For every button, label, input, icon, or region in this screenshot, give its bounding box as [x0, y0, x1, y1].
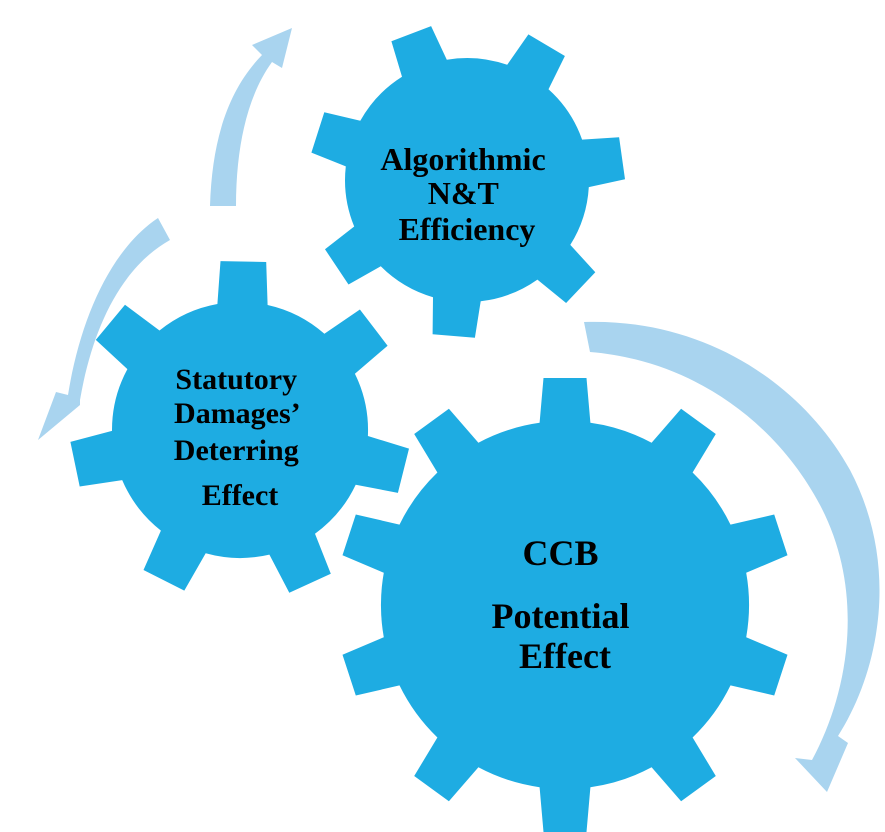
- gear-top-line-2: N&T: [428, 175, 499, 211]
- gear-left-line-3: Deterring: [174, 434, 299, 467]
- gear-left: Statutory Damages’ Deterring Effect: [70, 261, 410, 593]
- gear-bottom: CCB Potential Effect: [342, 378, 788, 832]
- gear-top: Algorithmic N&T Efficiency: [311, 26, 625, 338]
- right-arrow: [584, 321, 880, 792]
- gear-top-line-1: Algorithmic: [380, 141, 545, 177]
- gear-left-shape: [70, 261, 410, 593]
- left-arrow: [38, 218, 170, 440]
- gear-left-line-2: Damages’: [174, 397, 299, 430]
- gear-bottom-line-2: Potential: [492, 596, 630, 636]
- gear-left-line-4: Effect: [202, 479, 279, 512]
- cycle-arrows: [38, 28, 880, 792]
- gear-top-shape: [311, 26, 625, 338]
- gear-top-line-3: Efficiency: [399, 211, 536, 247]
- gear-bottom-line-3: Effect: [519, 636, 611, 676]
- gear-top-label: Algorithmic N&T Efficiency: [380, 141, 553, 247]
- gear-left-label: Statutory Damages’ Deterring Effect: [174, 363, 306, 512]
- top-left-arrow: [210, 28, 292, 206]
- gear-left-line-1: Statutory: [175, 363, 297, 396]
- gear-bottom-line-1: CCB: [522, 533, 598, 573]
- gear-bottom-label: CCB Potential Effect: [492, 533, 639, 676]
- gear-bottom-shape: [342, 378, 788, 832]
